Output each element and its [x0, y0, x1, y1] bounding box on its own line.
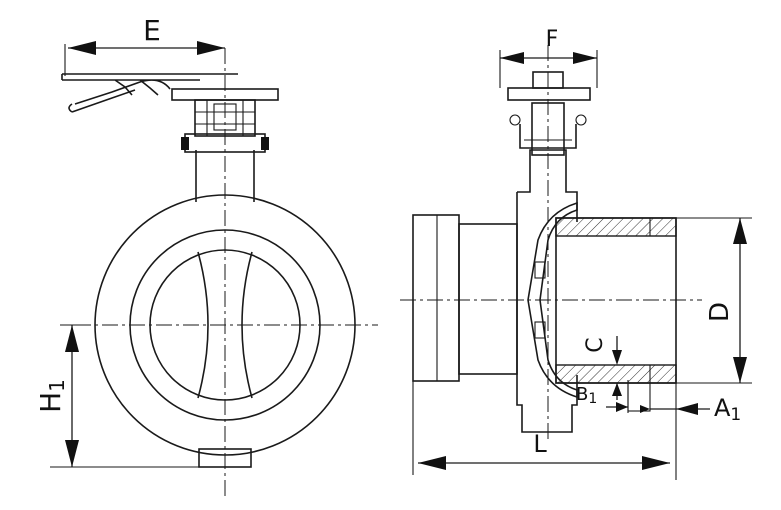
- front-view: E H1: [34, 14, 378, 500]
- dim-H1-label: H1: [34, 379, 69, 413]
- stem-bolt-left: [509, 114, 521, 126]
- disc-section: [527, 201, 578, 399]
- handle-base-plate: [171, 88, 279, 101]
- stem-head: [532, 71, 564, 89]
- side-view: D F C B1 A1 L: [400, 27, 752, 480]
- dim-F-label: F: [546, 27, 559, 52]
- disc-right-curve: [241, 251, 253, 399]
- mount-bolt-left: [181, 137, 189, 150]
- left-body: [458, 223, 518, 375]
- pipe-wall-top: [555, 217, 677, 237]
- groove-bottom: [627, 382, 651, 412]
- disc-tab-bottom: [534, 321, 546, 339]
- left-flange: [412, 214, 460, 382]
- disc-tab-top: [534, 261, 546, 279]
- stem: [531, 102, 565, 156]
- dim-D-label: D: [705, 302, 735, 322]
- pipe-wall-bottom: [555, 364, 677, 384]
- disc-left-curve: [197, 251, 209, 399]
- central-body: [516, 149, 578, 433]
- handle-lever: [61, 73, 238, 113]
- dim-L-label: L: [533, 430, 547, 458]
- body-outer-ring: [94, 194, 356, 456]
- dim-A1-label: A1: [714, 394, 741, 425]
- body-inner-ring: [149, 249, 301, 401]
- dim-C-label: C: [583, 337, 608, 352]
- stem-bolt-right: [575, 114, 587, 126]
- dim-E-label: E: [143, 14, 161, 47]
- mount-bolt-right: [261, 137, 269, 150]
- top-plate: [507, 87, 591, 101]
- body-mid-ring: [129, 229, 321, 421]
- dim-B1-label: B1: [576, 384, 597, 407]
